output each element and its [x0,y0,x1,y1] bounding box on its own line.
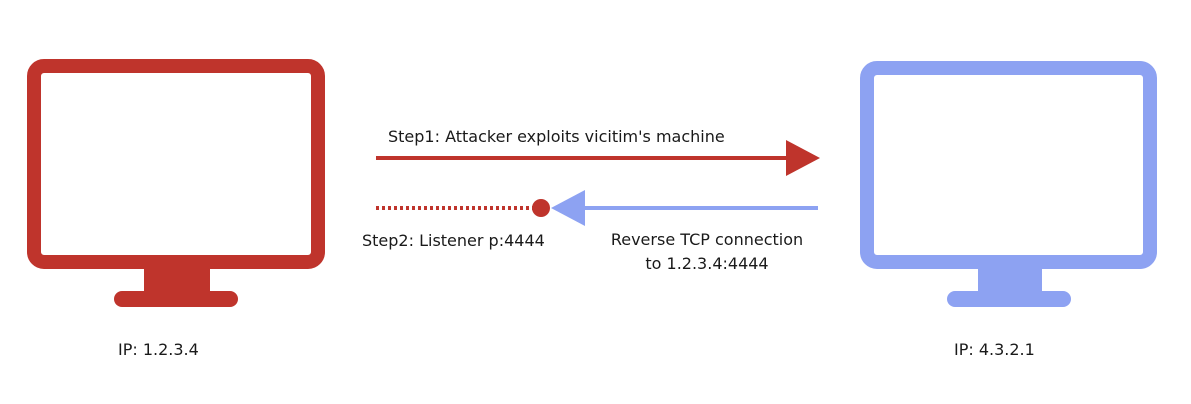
listener-port-dot [532,199,550,217]
victim-ip-label: IP: 4.3.2.1 [954,340,1035,359]
listener-line [376,199,550,217]
reverse-tcp-label: Reverse TCP connection to 1.2.3.4:4444 [594,228,820,276]
reverse-tcp-label-line1: Reverse TCP connection [610,230,804,249]
step1-arrow [376,140,820,176]
attacker-monitor-base [114,291,238,307]
step2-label: Step2: Listener p:4444 [362,231,545,250]
attacker-monitor-screen [27,59,325,269]
reverse-tcp-arrow [551,190,818,226]
victim-monitor-base [947,291,1071,307]
attacker-monitor-icon [27,59,325,307]
reverse-tcp-label-line2: to 1.2.3.4:4444 [645,254,769,273]
victim-monitor-icon [860,61,1157,307]
step1-label: Step1: Attacker exploits vicitim's machi… [388,127,725,146]
victim-monitor-screen [860,61,1157,269]
step1-arrow-head [786,140,820,176]
reverse-tcp-arrow-head [551,190,585,226]
victim-monitor-neck [978,262,1042,296]
attacker-monitor-neck [144,262,210,296]
attacker-ip-label: IP: 1.2.3.4 [118,340,199,359]
